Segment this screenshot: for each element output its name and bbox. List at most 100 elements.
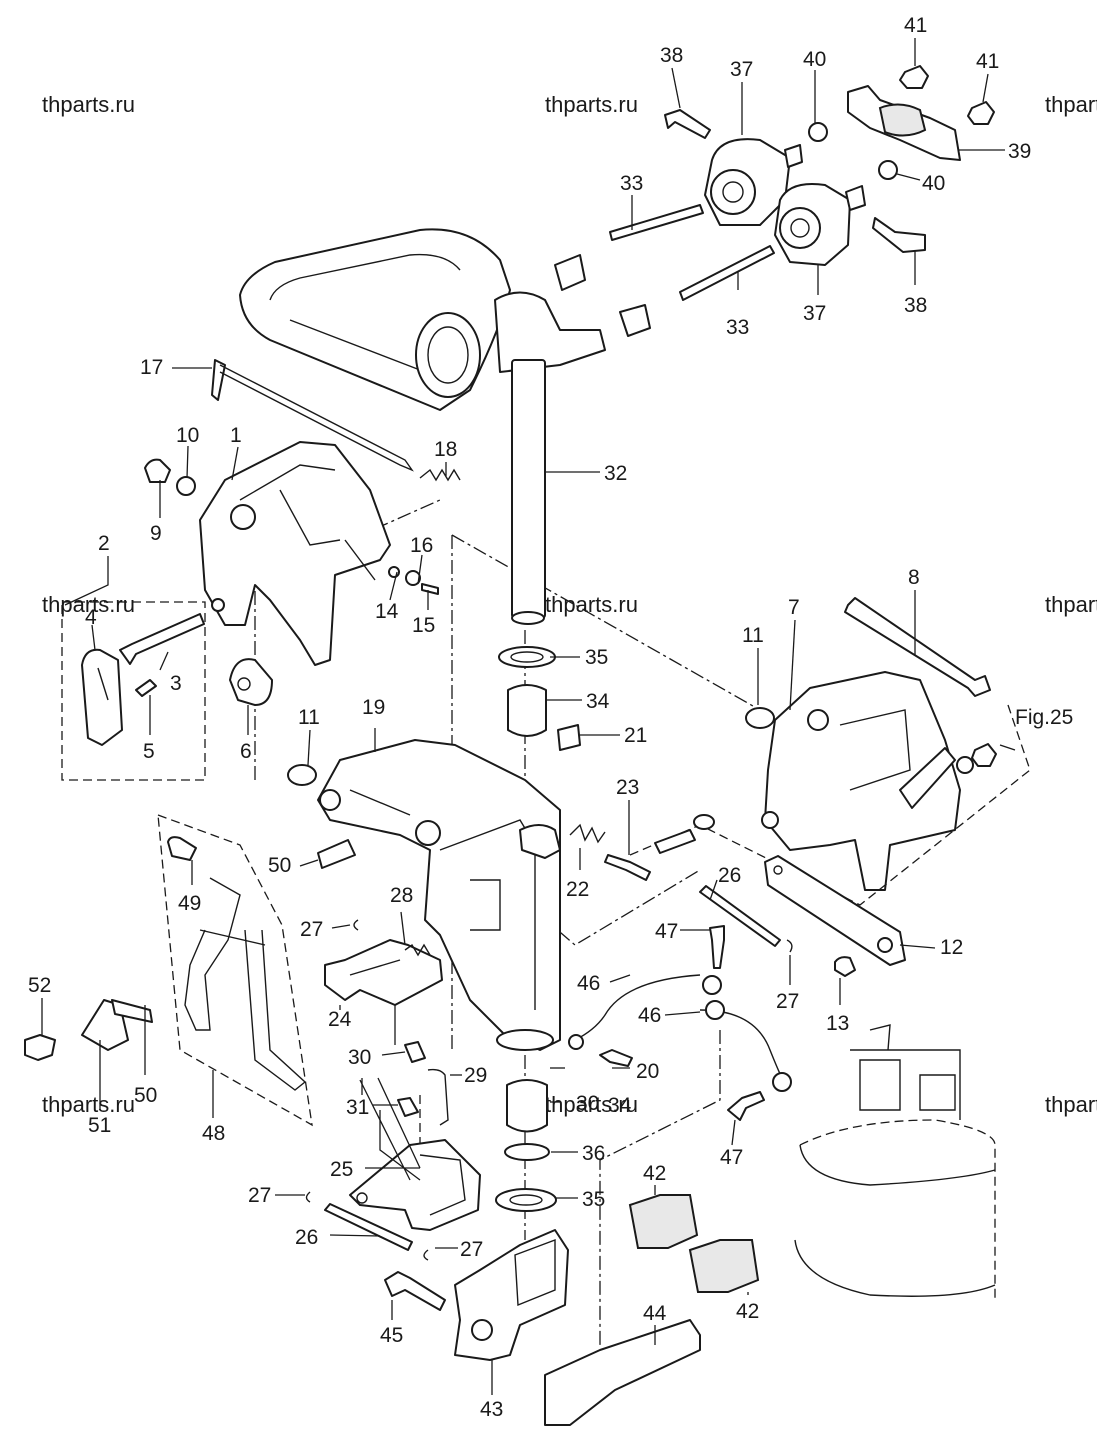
callout-32: 32 [604,462,627,485]
lock-lever [349,1139,481,1231]
callout-21: 21 [624,724,647,747]
callout-30-a: 30 [348,1046,371,1069]
callout-34-bottom: 34 [608,1094,632,1117]
callout-22: 22 [566,878,589,901]
callout-42-bottom: 42 [736,1300,759,1323]
washer-left [287,764,317,786]
tilt-lever-group [24,814,356,1127]
engine-case [794,1024,996,1300]
watermark-9: thparts.ru [1045,1092,1097,1117]
callout-42-top: 42 [643,1162,666,1185]
callout-50-bottom: 50 [134,1084,157,1107]
callout-29: 29 [464,1064,487,1087]
callout-12: 12 [940,936,963,959]
mount-rubbers [609,65,995,301]
bushings [495,646,581,1212]
tilt-stopper-group [324,939,449,1126]
watermarks: thparts.ru thparts.ru thparts.ru thparts… [42,92,1097,1117]
swivel-bracket [317,739,561,1051]
callout-4: 4 [85,606,97,629]
callout-45: 45 [380,1324,403,1347]
callout-36: 36 [582,1142,605,1165]
callout-46-bottom: 46 [638,1004,661,1027]
callout-1: 1 [230,424,242,447]
watermark-4: thparts.ru [42,592,135,617]
callout-20: 20 [636,1060,659,1083]
callout-27-c: 27 [248,1184,271,1207]
callout-labels: 38 37 40 41 41 39 40 33 33 37 38 17 10 1… [28,14,1073,1421]
callout-41-left: 41 [904,14,927,37]
callout-fig-25: Fig.25 [1015,706,1073,729]
callout-37-bottom: 37 [803,302,826,325]
callout-3: 3 [170,672,182,695]
callout-34-top: 34 [586,690,610,713]
callout-35-top: 35 [585,646,608,669]
callout-44: 44 [643,1302,667,1325]
clamp-bracket-left [144,441,461,666]
callout-38-top: 38 [660,44,683,67]
callout-46-top: 46 [577,972,600,995]
callout-16: 16 [410,534,433,557]
callout-50-top: 50 [268,854,291,877]
callout-33-left: 33 [620,172,643,195]
callout-27-b: 27 [776,990,799,1013]
steering-bracket-assembly [239,228,651,625]
callout-26-left: 26 [295,1226,318,1249]
callout-39: 39 [1008,140,1031,163]
callout-10: 10 [176,424,199,447]
callout-27-d: 27 [460,1238,483,1261]
callout-40-top: 40 [803,48,826,71]
callout-18: 18 [434,438,457,461]
ground-wires [568,925,792,1121]
callout-11-left: 11 [298,706,320,729]
callout-31: 31 [346,1096,369,1119]
callout-23: 23 [616,776,639,799]
callout-19: 19 [362,696,385,719]
watermark-6: thparts.ru [1045,592,1097,617]
watermark-8: thparts.ru [545,1092,638,1117]
clamp-screw-group [61,601,273,781]
callout-8: 8 [908,566,920,589]
watermark-2: thparts.ru [545,92,638,117]
callout-41-right: 41 [976,50,999,73]
callout-40-bottom: 40 [922,172,945,195]
callout-7: 7 [788,596,800,619]
tilt-plate [764,855,906,977]
spring-and-screw [569,823,651,881]
callout-25: 25 [330,1158,353,1181]
callout-14: 14 [375,600,399,623]
callout-9: 9 [150,522,162,545]
lower-bracket [384,1194,760,1426]
callout-28: 28 [390,884,413,907]
callout-27-a: 27 [300,918,323,941]
callout-13: 13 [826,1012,849,1035]
callout-49: 49 [178,892,201,915]
watermark-1: thparts.ru [42,92,135,117]
callout-2: 2 [98,532,110,555]
callout-37-top: 37 [730,58,753,81]
callout-52: 52 [28,974,51,997]
callout-43: 43 [480,1398,503,1421]
watermark-3: thparts.ru [1045,92,1097,117]
callout-17: 17 [140,356,163,379]
callout-35-bottom: 35 [582,1188,605,1211]
callout-26-right: 26 [718,864,741,887]
callout-33-right: 33 [726,316,749,339]
throttle-rod [211,359,414,472]
callout-30-b: 30 [576,1092,599,1115]
callout-38-bottom: 38 [904,294,927,317]
callout-48: 48 [202,1122,225,1145]
callout-47-top: 47 [655,920,678,943]
callout-5: 5 [143,740,155,763]
rods-and-clips [305,885,793,1261]
callout-15: 15 [412,614,435,637]
clamp-bracket-right [629,597,1031,906]
watermark-5: thparts.ru [545,592,638,617]
leader-lines [41,38,1016,1395]
watermark-7: thparts.ru [42,1092,135,1117]
callout-51: 51 [88,1114,111,1137]
callout-6: 6 [240,740,252,763]
callout-47-bottom: 47 [720,1146,743,1169]
callout-24: 24 [328,1008,352,1031]
